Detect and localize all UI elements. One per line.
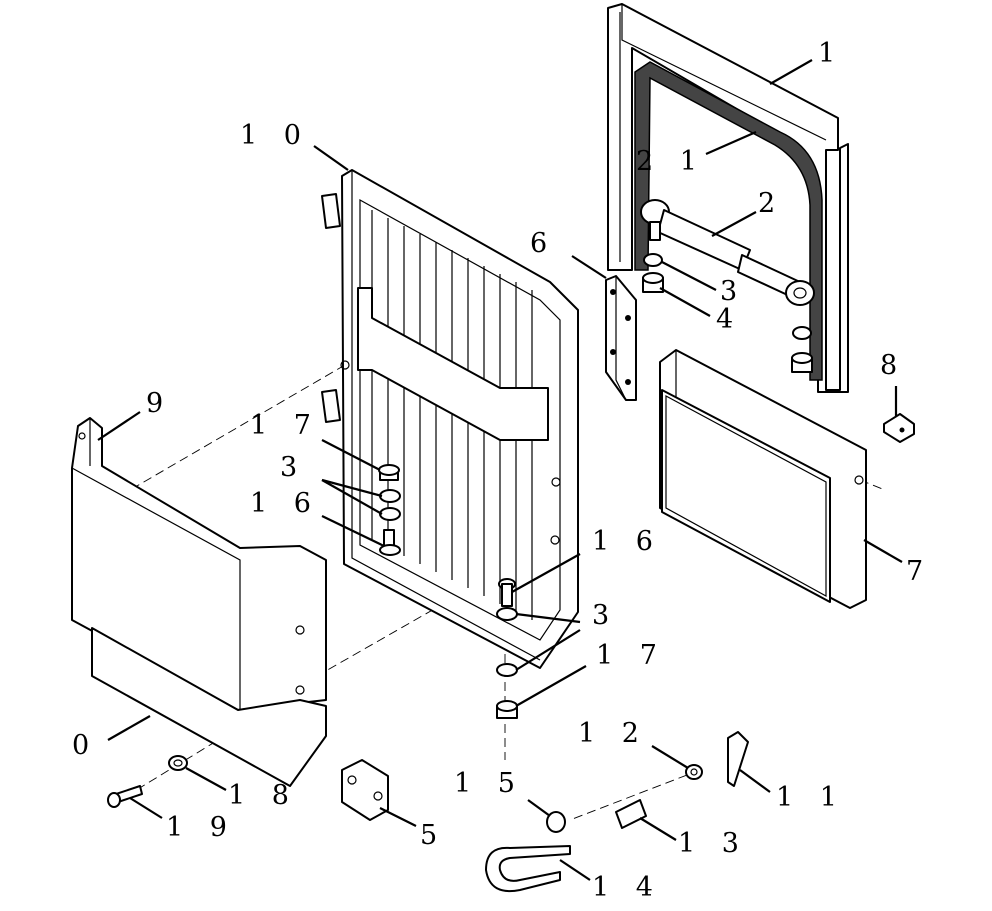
label-21: 2 1 <box>636 146 706 177</box>
frame-part-1 <box>607 3 849 393</box>
bracket-part-5 <box>341 759 389 821</box>
label-3-upper: 3 <box>720 276 746 307</box>
washer-screw-18-19 <box>107 755 188 808</box>
label-7: 7 <box>906 556 932 587</box>
leader-lines <box>97 59 903 881</box>
grille-slats <box>371 210 533 620</box>
label-19: 1 9 <box>166 812 236 843</box>
label-3-right: 3 <box>592 600 618 631</box>
label-13: 1 3 <box>678 828 748 859</box>
label-0: 0 <box>72 730 98 761</box>
part-labels: 1 2 1 2 3 4 6 1 0 8 7 9 1 7 3 1 6 1 6 3 … <box>72 38 932 903</box>
label-4: 4 <box>716 304 742 335</box>
label-16-left: 1 6 <box>250 488 320 519</box>
label-3-left: 3 <box>280 452 306 483</box>
label-18: 1 8 <box>228 780 298 811</box>
label-1: 1 <box>818 38 844 69</box>
bottom-cover-part-0 <box>71 417 327 787</box>
gas-strut-part-2 <box>640 199 815 306</box>
label-5: 5 <box>420 820 446 851</box>
label-17-right: 1 7 <box>596 640 666 671</box>
label-11: 1 1 <box>776 782 846 813</box>
label-9: 9 <box>146 388 172 419</box>
screen-panel-part-7 <box>659 349 867 609</box>
label-16-right: 1 6 <box>592 526 662 557</box>
upper-washers-nuts <box>642 253 813 373</box>
right-hardware-stack <box>496 578 518 719</box>
label-12: 1 2 <box>578 718 648 749</box>
hinge-plate-part-6 <box>605 275 637 401</box>
pin-assembly <box>485 731 749 892</box>
label-10: 1 0 <box>240 120 310 151</box>
label-8: 8 <box>880 350 906 381</box>
label-17-left: 1 7 <box>250 410 320 441</box>
label-14: 1 4 <box>592 872 662 903</box>
clip-part-8 <box>883 413 915 443</box>
label-6: 6 <box>530 228 556 259</box>
label-2: 2 <box>758 188 784 219</box>
grille-door-part-10 <box>321 169 579 669</box>
label-15: 1 5 <box>454 768 524 799</box>
